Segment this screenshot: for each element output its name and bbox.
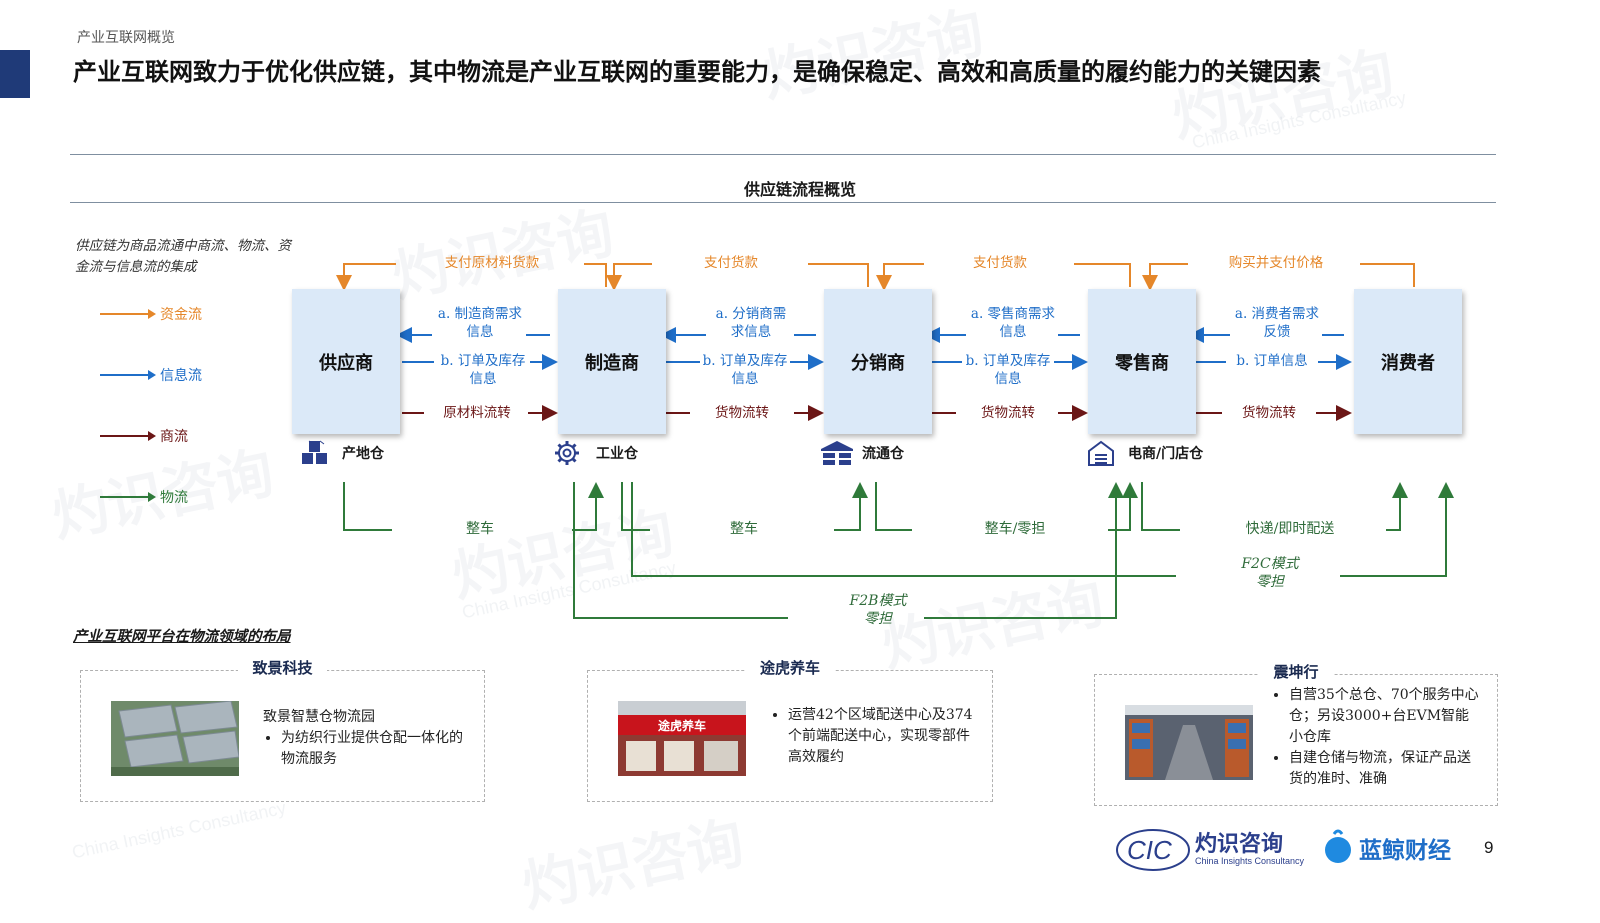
card-tuhu: 途虎养车 途虎养车 运营42个区域配送中心及374个前端配送中心，实现零部件高效… [587, 659, 993, 802]
card-body: 自营35个总仓、70个服务中心仓；另设3000+台EVM智能小仓库 自建仓储与物… [1271, 685, 1483, 790]
card-title: 途虎养车 [745, 659, 834, 677]
page-number: 9 [1484, 838, 1494, 857]
card-body: 运营42个区域配送中心及374个前端配送中心，实现零部件高效履约 [770, 705, 980, 768]
node-consumer: 消费者 [1354, 289, 1462, 434]
warehouse-label: 工业仓 [596, 446, 638, 462]
warehouse-icon [821, 441, 853, 465]
gear-icon [555, 441, 579, 465]
f2c-type: 零担 [1256, 574, 1284, 590]
commerce-label: 货物流转 [1242, 405, 1296, 421]
payment-label: 支付货款 [704, 255, 758, 271]
diagram-intro: 供应链为商品流通中商流、物流、资金流与信息流的集成 [75, 238, 291, 275]
flow-connectors [336, 263, 1454, 619]
page-title: 产业互联网致力于优化供应链，其中物流是产业互联网的重要能力，是确保稳定、高效和高… [73, 57, 1321, 86]
store-sign: 途虎养车 [658, 718, 706, 733]
node-retailer: 零售商 [1088, 289, 1196, 434]
node-supplier: 供应商 [292, 289, 400, 434]
legend-label: 资金流 [160, 307, 202, 323]
card-bullet: 为纺织行业提供仓配一体化的物流服务 [281, 728, 473, 770]
section-heading: 产业互联网平台在物流领域的布局 [73, 628, 291, 645]
warehouse-store: 电商/门店仓 [1086, 440, 1203, 466]
transport-label: 整车/零担 [984, 521, 1046, 537]
warehouse-industrial: 工业仓 [554, 440, 638, 466]
legend-label: 商流 [160, 429, 188, 445]
accent-bar [0, 50, 30, 98]
info-b-label: b. 订单及库存信息 [440, 353, 526, 387]
card-bullet: 自营35个总仓、70个服务中心仓；另设3000+台EVM智能小仓库 [1289, 685, 1483, 748]
card-zkh: 震坤行 自营35个总仓、70个服务中心仓；另设3000+台EVM智能小仓库 自建… [1094, 663, 1498, 806]
whale-logo-icon [1325, 829, 1351, 863]
card-title: 震坤行 [1259, 663, 1333, 681]
info-a-label: a. 制造商需求信息 [437, 306, 523, 340]
card-bullet: 自建仓储与物流，保证产品送货的准时、准确 [1289, 748, 1483, 790]
legend-label: 物流 [160, 490, 188, 506]
divider [70, 202, 1496, 203]
cic-logo-mark: CIC [1116, 829, 1190, 871]
node-distributor: 分销商 [824, 289, 932, 434]
diagram-title: 供应链流程概览 [743, 180, 856, 199]
payment-label: 购买并支付价格 [1228, 255, 1324, 271]
legend-label: 信息流 [160, 368, 202, 384]
f2b-mode: F2B模式 [849, 593, 907, 609]
tuhu-store-photo: 途虎养车 [618, 701, 746, 776]
card-bullet: 运营42个区域配送中心及374个前端配送中心，实现零部件高效履约 [788, 705, 980, 768]
warehouse-label: 电商/门店仓 [1128, 446, 1204, 462]
warehouse-distribution: 流通仓 [820, 440, 904, 466]
payment-label: 支付原材料货款 [444, 255, 540, 271]
transport-label: 整车 [730, 521, 758, 537]
f2c-label: F2C模式 零担 [1220, 555, 1320, 591]
f2b-label: F2B模式 零担 [828, 592, 928, 628]
info-b-label: b. 订单及库存信息 [702, 353, 788, 387]
breadcrumb: 产业互联网概览 [77, 30, 175, 46]
commerce-label: 货物流转 [981, 405, 1035, 421]
info-a-label: a. 消费者需求反馈 [1234, 306, 1320, 340]
info-a-label: a. 分销商需求信息 [715, 306, 787, 340]
cubes-icon [302, 440, 327, 464]
cic-mark-text: CIC [1127, 835, 1172, 865]
warehouse-origin: 产地仓 [300, 440, 384, 466]
node-manufacturer: 制造商 [558, 289, 666, 434]
partner-name: 蓝鲸财经 [1359, 838, 1451, 864]
card-title: 致景科技 [238, 659, 327, 677]
commerce-label: 货物流转 [715, 405, 769, 421]
card-body: 致景智慧仓物流园 为纺织行业提供仓配一体化的物流服务 [263, 707, 473, 770]
cic-name: 灼识咨询 [1195, 832, 1284, 857]
warehouse-interior-photo [1125, 705, 1253, 780]
card-zhijing: 致景科技 致景智慧仓物流园 为纺织行业提供仓配一体化的物流服务 [80, 659, 485, 802]
f2b-type: 零担 [864, 611, 892, 627]
store-icon [1088, 440, 1114, 466]
info-b-label: b. 订单信息 [1236, 353, 1308, 369]
warehouse-label: 流通仓 [862, 446, 904, 462]
f2c-mode: F2C模式 [1241, 556, 1299, 572]
payment-label: 支付货款 [973, 255, 1027, 271]
commerce-label: 原材料流转 [443, 405, 511, 421]
logistics-park-photo [111, 701, 239, 776]
info-a-label: a. 零售商需求信息 [970, 306, 1056, 340]
transport-label: 快递/即时配送 [1245, 521, 1335, 537]
warehouse-label: 产地仓 [342, 446, 384, 462]
info-b-label: b. 订单及库存信息 [965, 353, 1051, 387]
card-lead: 致景智慧仓物流园 [263, 709, 375, 725]
footer-logos: CIC 灼识咨询 China Insights Consultancy 蓝鲸财经 [1115, 822, 1475, 878]
cic-english-name: China Insights Consultancy [1195, 856, 1305, 866]
divider [70, 154, 1496, 155]
transport-label: 整车 [466, 521, 494, 537]
